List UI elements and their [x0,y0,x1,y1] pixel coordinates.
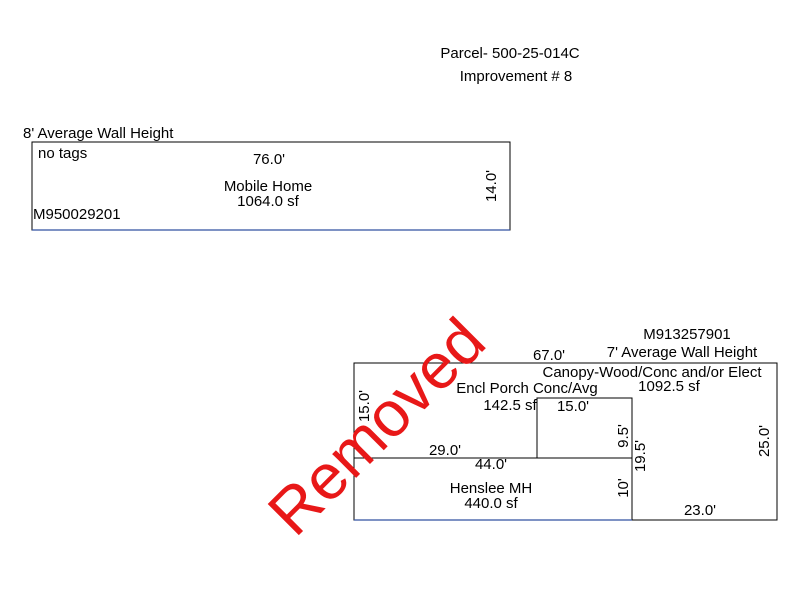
mid-width-dimension: 29.0' [429,442,461,459]
building-1-name: Mobile Home [224,178,312,195]
canopy-name: Canopy-Wood/Conc and/or Elect [542,364,762,381]
building-2-outer-outline [353,362,778,521]
building-1: 8' Average Wall Height no tags 76.0' Mob… [23,125,511,231]
building-1-width-dimension: 76.0' [253,151,285,168]
inner-width-dimension: 15.0' [557,398,589,415]
section-width-dimension: 44.0' [475,456,507,473]
henslee-mh-area: 440.0 sf [464,495,518,512]
inner-section-outline [536,397,633,458]
building-2-top-dimension: 67.0' [533,347,565,364]
improvement-label: Improvement # 8 [460,68,573,85]
parcel-label: Parcel- 500-25-014C [440,45,579,62]
section-height-dimension: 19.5' [632,440,649,472]
porch-area: 142.5 sf [483,397,537,414]
henslee-mh-name: Henslee MH [450,480,533,497]
building-2-left-dimension: 15.0' [356,390,373,422]
canopy-area: 1092.5 sf [638,378,701,395]
porch-name: Encl Porch Conc/Avg [456,380,597,397]
building-2-id: M913257901 [643,326,731,343]
building-2: M913257901 7' Average Wall Height 67.0' … [353,326,778,521]
building-2-bottom-dimension: 23.0' [684,502,716,519]
building-1-id: M950029201 [33,206,121,223]
building-2-wall-height: 7' Average Wall Height [607,344,758,361]
building-2-right-dimension: 25.0' [756,425,773,457]
building-1-height-dimension: 14.0' [483,170,500,202]
henslee-mh-height-dimension: 10' [615,478,632,498]
inner-height-dimension: 9.5' [615,424,632,448]
removed-stamp: Removed [254,304,499,549]
building-1-area: 1064.0 sf [237,193,300,210]
building-1-tags: no tags [38,145,87,162]
building-1-wall-height: 8' Average Wall Height [23,125,174,142]
